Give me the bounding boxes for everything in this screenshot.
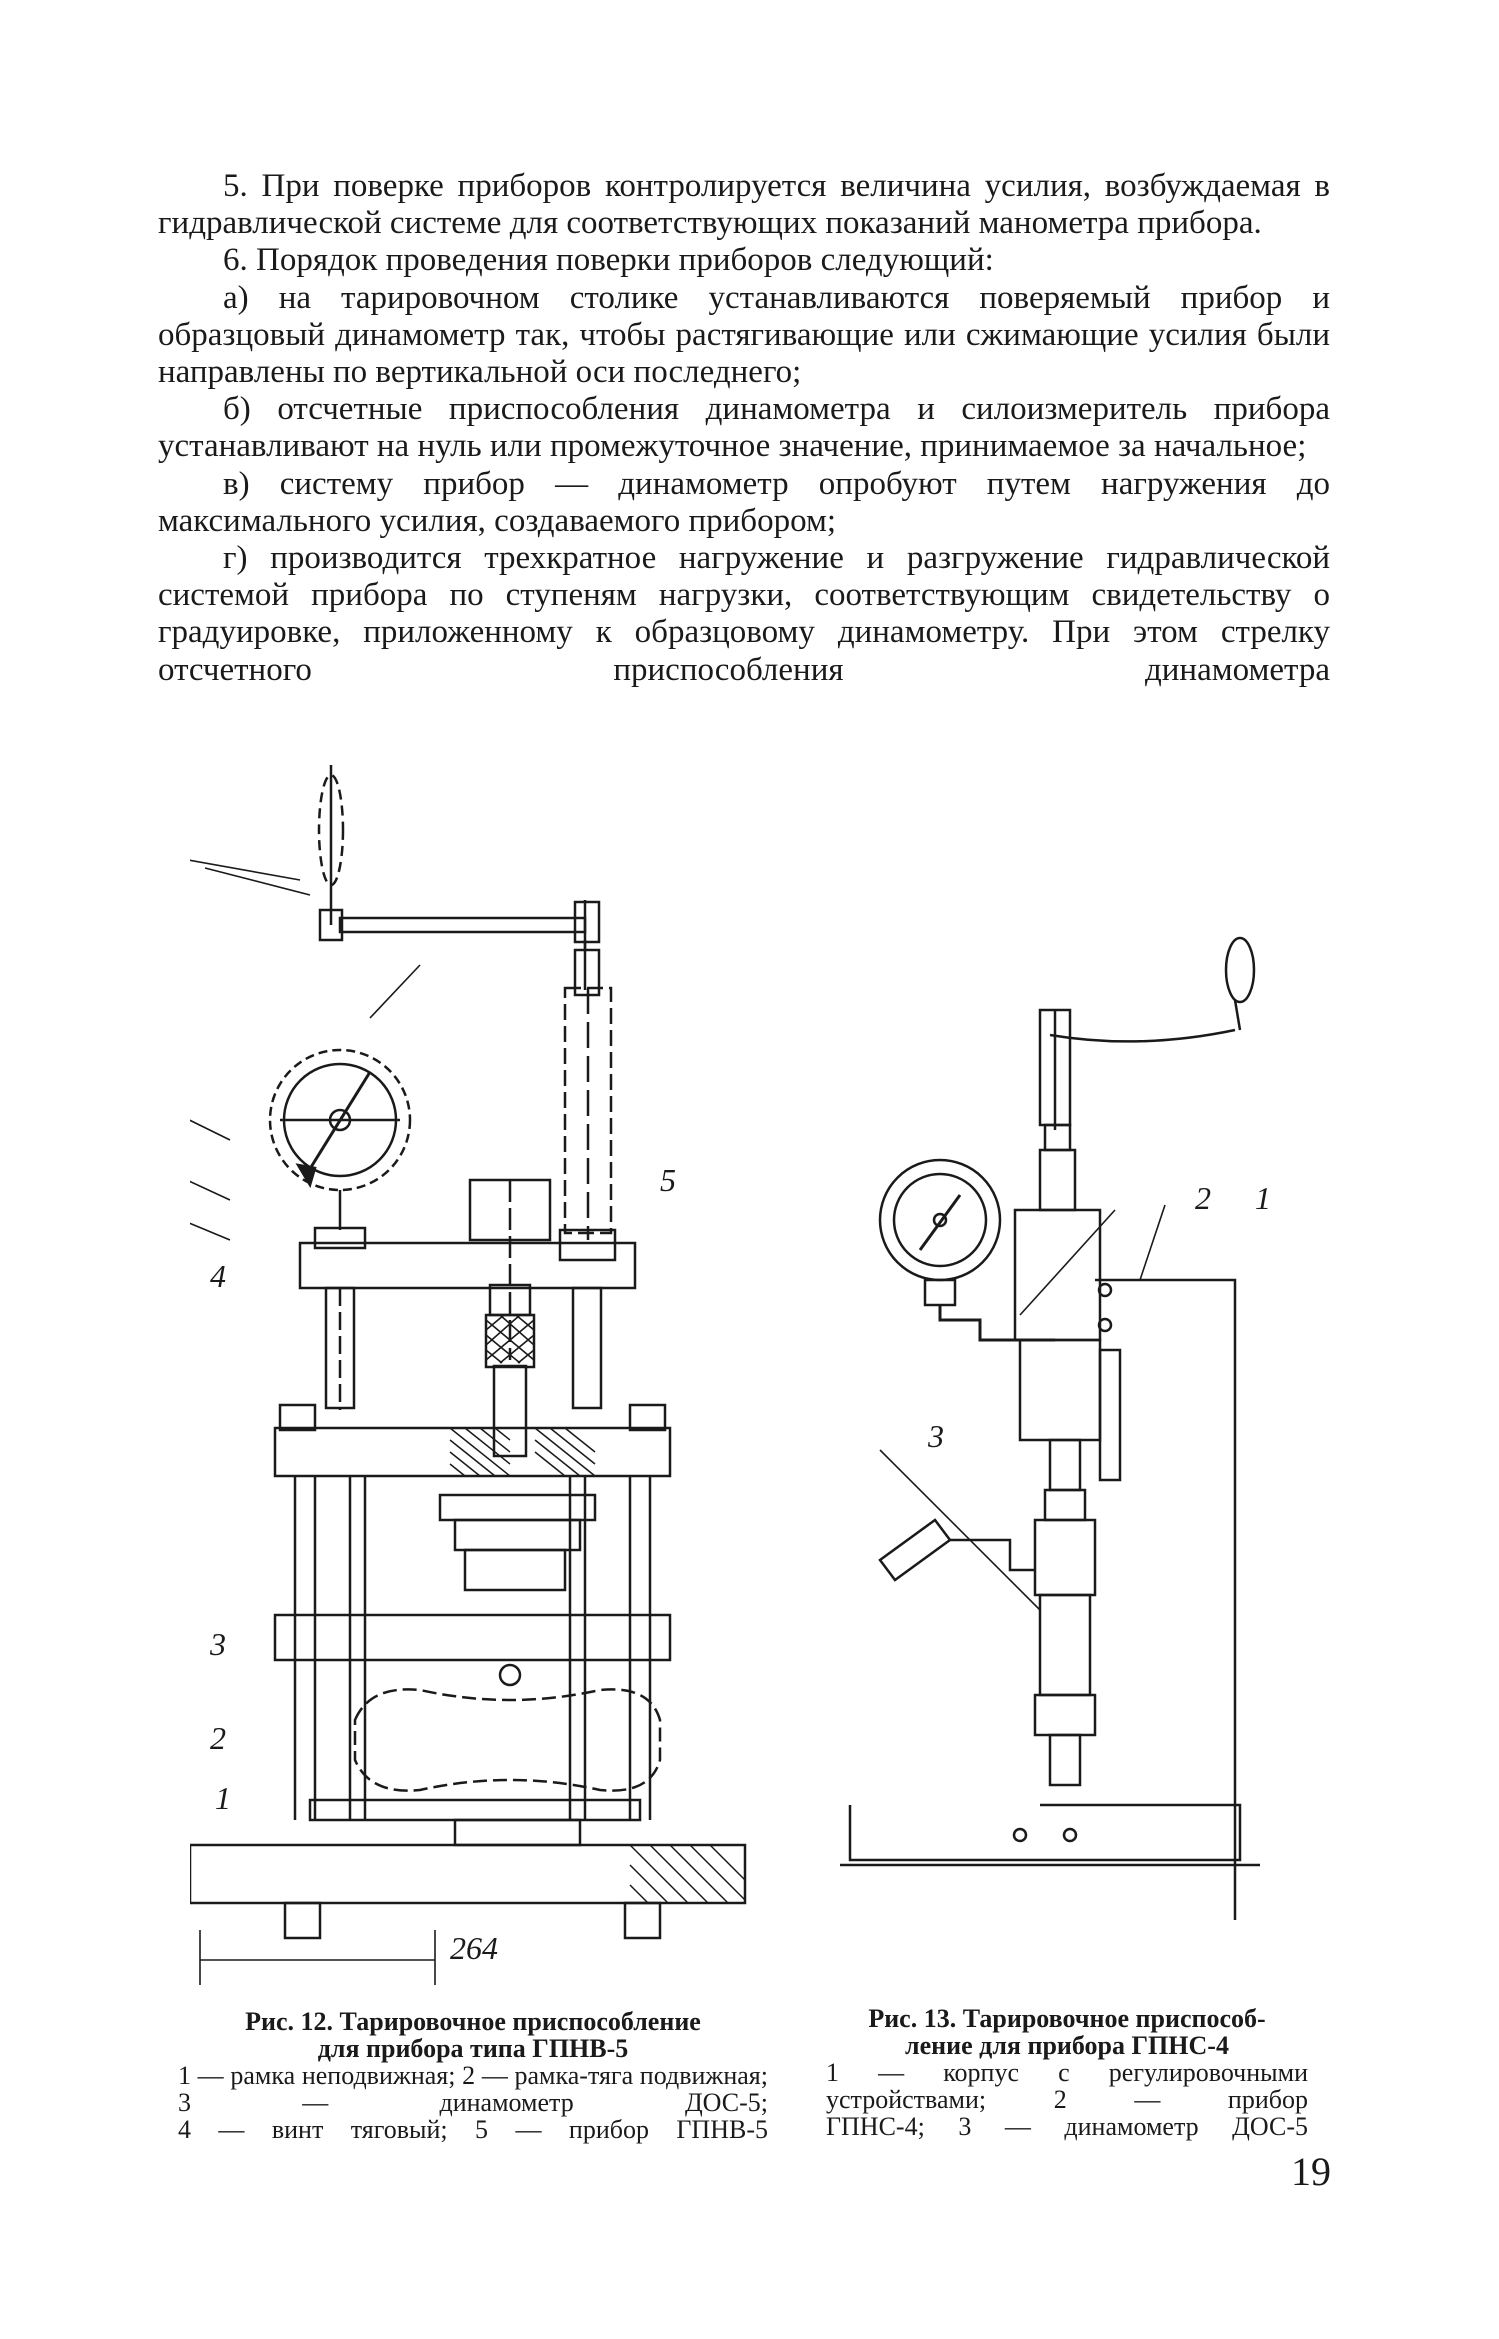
fig12-label-2: 2 [210, 1720, 226, 1756]
paragraph-g: г) производится трехкратное нагружение и… [158, 540, 1330, 688]
figure-12-caption-title-1: Рис. 12. Тарировочное приспособление [245, 2007, 701, 2036]
fig12-label-5: 5 [660, 1162, 676, 1198]
paragraph-a: а) на тарировочном столике устанавливают… [158, 279, 1330, 391]
fig13-label-3: 3 [928, 1418, 944, 1454]
figure-12-legend-2: 4 — винт тяговый; 5 — прибор ГПНВ-5 [178, 2115, 768, 2144]
paragraph-v: в) систему прибор — динамометр опробуют … [158, 465, 1330, 539]
figure-12-legend-1: 1 — рамка неподвижная; 2 — рамка-тяга по… [178, 2061, 768, 2117]
figure-13-caption-title-1: Рис. 13. Тарировочное приспособ- [868, 2004, 1266, 2033]
figure-13-legend-2: устройствами; 2 — прибор [826, 2085, 1308, 2114]
figure-13-legend-3: ГПНС-4; 3 — динамометр ДОС-5 [826, 2112, 1308, 2141]
figure-12-caption: Рис. 12. Тарировочное приспособление для… [178, 2008, 768, 2143]
figure-13-drawing [840, 920, 1300, 1920]
fig12-label-4: 4 [210, 1258, 226, 1294]
figure-12-caption-title-2: для прибора типа ГПНВ-5 [317, 2034, 629, 2063]
paragraph-b: б) отсчетные приспособления динамометра … [158, 391, 1330, 465]
fig13-label-2: 2 [1195, 1180, 1211, 1216]
figure-12-drawing [190, 760, 750, 1985]
paragraph-5: 5. При поверке приборов контролируется в… [158, 168, 1330, 242]
figure-13-caption: Рис. 13. Тарировочное приспособ- ление д… [826, 2005, 1308, 2140]
paragraph-6: 6. Порядок проведения поверки приборов с… [223, 242, 994, 279]
fig12-label-3: 3 [210, 1626, 226, 1662]
body-text: 5. При поверке приборов контролируется в… [158, 168, 1330, 689]
figure-13-legend-1: 1 — корпус с регулировочными [826, 2058, 1308, 2087]
fig13-label-1: 1 [1255, 1180, 1271, 1216]
fig12-dimension: 264 [450, 1930, 498, 1966]
page-number: 19 [1291, 2149, 1331, 2194]
fig12-label-1: 1 [215, 1780, 231, 1816]
figure-13-caption-title-2: ление для прибора ГПНС-4 [905, 2031, 1229, 2060]
